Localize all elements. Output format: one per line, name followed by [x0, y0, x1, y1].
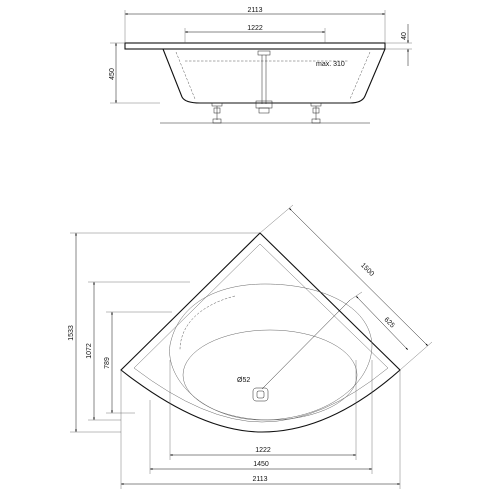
basin-floor	[182, 329, 358, 421]
dim-total-width: 2113	[247, 7, 262, 14]
dim-overall-depth: 1533	[68, 325, 75, 341]
drain-trap	[255, 100, 273, 109]
dimension-line	[288, 207, 429, 347]
dim-bottom-inner: 1222	[255, 447, 271, 454]
drain-diameter-label: Ø52	[237, 377, 250, 384]
drain-outlet	[252, 387, 269, 402]
bath-outline	[120, 232, 401, 433]
dimension-line	[355, 295, 409, 351]
drain-outlet-inner	[256, 390, 265, 399]
dim-basin-depth: 789	[104, 357, 111, 369]
drain-trap	[258, 107, 270, 114]
dim-bottom-total: 2113	[252, 476, 267, 483]
inner-wall-line	[175, 51, 196, 100]
bath-body	[162, 48, 386, 104]
side-view: max. 310 2113 1222	[109, 7, 412, 124]
basin-hidden-contour	[179, 295, 236, 351]
dim-inner-width: 1222	[247, 25, 263, 32]
support-foot	[310, 102, 322, 124]
bath-rim	[124, 42, 386, 50]
overflow-fitting	[257, 50, 271, 56]
support-foot	[211, 102, 223, 124]
dim-inner-depth: 1072	[86, 343, 93, 359]
rim-inner-line	[133, 243, 389, 423]
drain-leader	[261, 299, 351, 390]
plan-view: Ø52 1500 625 1533 1072 789 1222	[68, 204, 433, 489]
dim-diagonal-depth: 625	[382, 316, 395, 329]
inner-wall-line	[349, 51, 371, 100]
dim-bottom-mid: 1450	[253, 461, 269, 468]
max-water-label: max. 310	[316, 61, 345, 68]
dim-rim-thickness: 40	[401, 32, 408, 40]
dim-diagonal-length: 1500	[359, 262, 375, 278]
dim-height: 450	[109, 68, 116, 80]
